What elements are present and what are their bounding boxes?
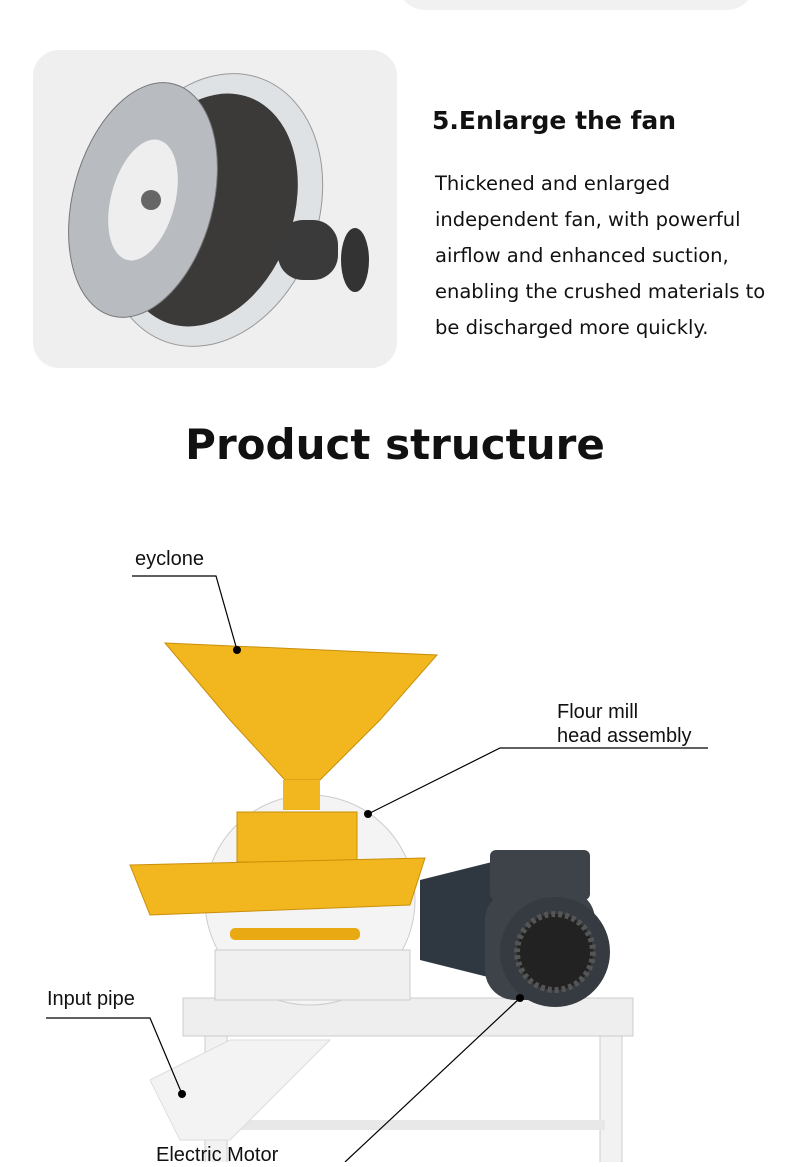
previous-feature-card <box>396 0 756 10</box>
label-motor: Electric Motor <box>156 1144 279 1166</box>
section-title: Product structure <box>185 420 605 469</box>
label-cyclone: eyclone <box>135 548 204 570</box>
feature-description: Thickened and enlarged independent fan, … <box>435 172 766 339</box>
fan-illustration <box>68 73 369 347</box>
machine-illustration <box>46 575 708 1162</box>
label-head-line2: head assembly <box>557 725 692 747</box>
label-input-pipe: Input pipe <box>47 988 135 1010</box>
fan-image <box>33 50 397 368</box>
label-head: Flour mill head assembly <box>557 700 692 748</box>
label-head-line1: Flour mill <box>557 701 639 723</box>
feature-title: 5.Enlarge the fan <box>432 106 677 135</box>
